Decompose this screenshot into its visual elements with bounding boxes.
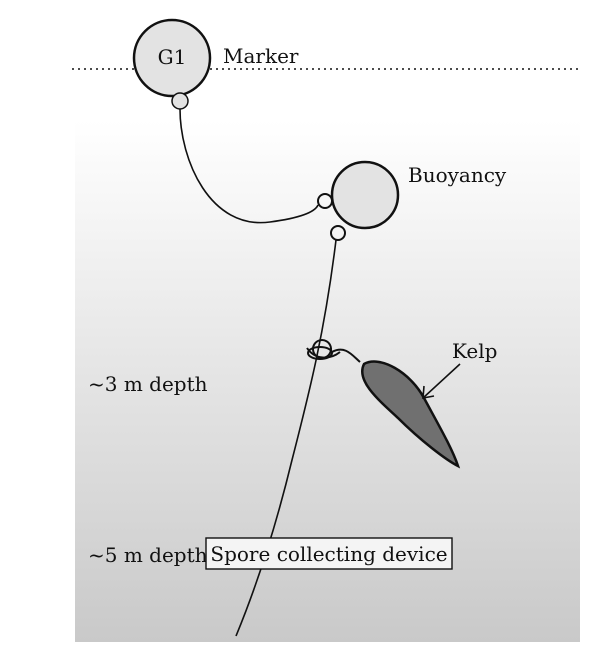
spore-device-label: Spore collecting device — [210, 542, 447, 566]
kelp-label: Kelp — [452, 339, 497, 363]
spore-device-box — [205, 537, 453, 570]
marker-label: Marker — [223, 44, 299, 68]
kelp-arrow-icon — [422, 363, 461, 399]
buoyancy-upper-loop — [317, 193, 333, 209]
kelp-knot — [306, 339, 361, 363]
buoyancy-lower-loop — [330, 225, 346, 241]
marker-line — [179, 108, 319, 224]
depth-5m-label: ~5 m depth — [88, 543, 208, 567]
depth-3m-label: ~3 m depth — [88, 372, 208, 396]
kelp-blade — [361, 360, 461, 469]
marker-float-label: G1 — [158, 45, 187, 69]
buoyancy-float — [330, 160, 400, 230]
marker-float-eyelet — [171, 92, 189, 110]
mooring-line — [235, 239, 337, 637]
buoyancy-label: Buoyancy — [408, 163, 507, 187]
marker-float — [132, 18, 212, 98]
